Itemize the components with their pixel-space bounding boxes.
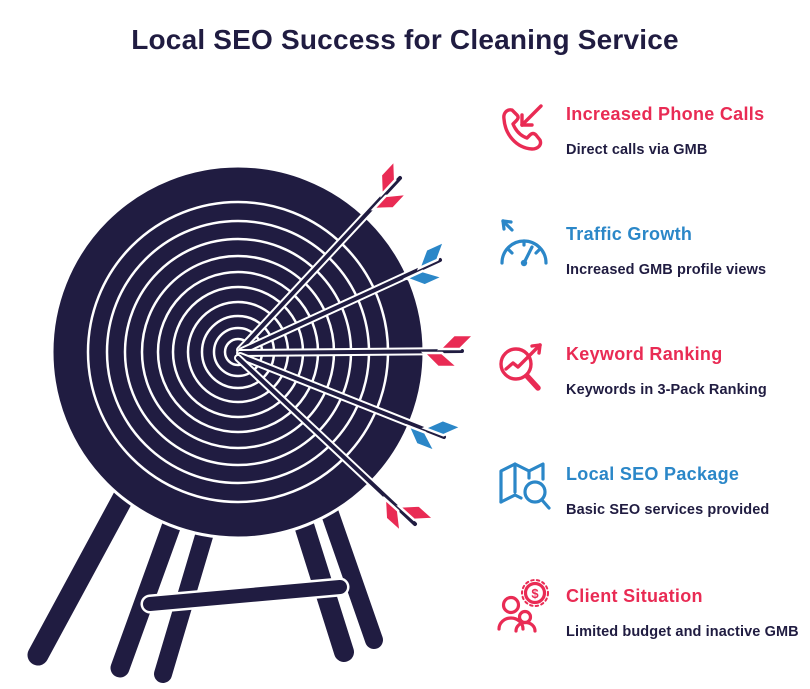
feature-label: Client Situation: [566, 586, 703, 606]
feature-label: Traffic Growth: [566, 224, 693, 244]
arrow-red-3: [234, 354, 438, 536]
phone-incoming-icon: [492, 92, 554, 158]
feature-description: Keywords in 3-Pack Ranking: [566, 381, 767, 398]
map-search-icon: [492, 452, 554, 518]
target-arrows: [234, 157, 478, 536]
feature-label: Local SEO Package: [566, 464, 740, 484]
feature-description: Basic SEO services provided: [566, 501, 770, 518]
speedometer-growth-icon: [492, 212, 554, 278]
svg-text:$: $: [531, 586, 539, 601]
page-title: Local SEO Success for Cleaning Service: [131, 24, 679, 55]
arrow-red-2: [236, 333, 478, 369]
feature-traffic-growth: Traffic Growth Increased GMB profile vie…: [492, 212, 802, 278]
client-budget-icon: $: [492, 574, 554, 640]
keyword-search-icon: [492, 332, 554, 398]
target-board: [50, 164, 426, 540]
feature-label: Keyword Ranking: [566, 344, 723, 364]
feature-increased-phone-calls: Increased Phone Calls Direct calls via G…: [492, 92, 802, 158]
target-stand: [24, 434, 386, 686]
feature-client-situation: $ Client Situation Limited budget and in…: [492, 574, 802, 640]
feature-keyword-ranking: Keyword Ranking Keywords in 3-Pack Ranki…: [492, 332, 802, 398]
feature-description: Limited budget and inactive GMB: [566, 623, 799, 640]
feature-description: Increased GMB profile views: [566, 261, 767, 278]
arrow-blue-1: [238, 238, 447, 355]
arrow-red-1: [236, 157, 411, 354]
arrow-blue-2: [236, 352, 465, 454]
feature-label: Increased Phone Calls: [566, 104, 765, 124]
feature-local-seo-package: Local SEO Package Basic SEO services pro…: [492, 452, 802, 518]
feature-description: Direct calls via GMB: [566, 141, 708, 158]
